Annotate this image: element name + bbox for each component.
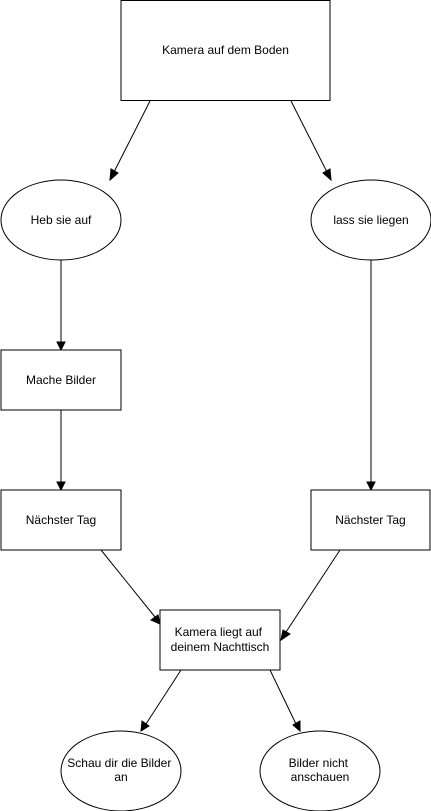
edge-nightstand-to-view [145, 669, 182, 725]
node-noview-line-2: anschauen [291, 770, 350, 784]
node-nightstand-line-2: deinem Nachttisch [171, 640, 270, 654]
node-pickup-line-1: Heb sie auf [31, 213, 92, 227]
node-nextday-left-line-1: Nächster Tag [26, 513, 96, 527]
edge-start-to-pickup [113, 100, 151, 173]
node-view[interactable]: Schau dir die Bilder an [60, 730, 182, 811]
node-nextday-left[interactable]: Nächster Tag [0, 489, 122, 551]
edges-layer [56, 100, 376, 733]
node-nextday-right-shape [310, 489, 431, 551]
node-nightstand[interactable]: Kamera liegt auf deinem Nachttisch [159, 609, 281, 671]
node-noview-shape [259, 730, 381, 811]
node-nightstand-line-1: Kamera liegt auf [175, 625, 263, 639]
node-nightstand-label: Kamera liegt auf deinem Nachttisch [171, 625, 270, 654]
arrowhead-photos-to-nextday-left [56, 481, 66, 492]
edge-start-to-leave [290, 100, 328, 173]
node-nextday-right-line-1: Nächster Tag [335, 513, 405, 527]
node-view-label: Schau dir die Bilder an [67, 756, 174, 784]
node-start-shape [120, 0, 331, 101]
node-nextday-right-label: Nächster Tag [335, 513, 405, 527]
node-photos-line-1: Mache Bilder [26, 373, 96, 387]
node-noview-label: Bilder nicht anschauen [289, 756, 352, 784]
node-photos-label: Mache Bilder [26, 373, 96, 387]
arrowhead-nextday-right-to-nightstand [280, 629, 291, 642]
arrowhead-nightstand-to-noview [292, 720, 301, 733]
node-nextday-left-shape [0, 489, 122, 551]
node-pickup-label: Heb sie auf [31, 213, 92, 227]
node-start[interactable]: Kamera auf dem Boden [120, 0, 331, 101]
node-leave-label: lass sie liegen [333, 213, 408, 227]
node-leave-line-1: lass sie liegen [333, 213, 408, 227]
arrowhead-leave-to-nextday-right [366, 481, 376, 492]
node-photos[interactable]: Mache Bilder [0, 349, 122, 411]
edge-nightstand-to-noview [269, 669, 297, 725]
node-noview-line-1: Bilder nicht [289, 756, 349, 770]
node-start-line-1: Kamera auf dem Boden [162, 43, 289, 57]
node-view-line-2: an [114, 770, 127, 784]
node-nextday-right[interactable]: Nächster Tag [310, 489, 431, 551]
node-nextday-left-label: Nächster Tag [26, 513, 96, 527]
arrowhead-start-to-pickup [109, 168, 119, 182]
node-view-shape [60, 730, 182, 811]
arrowhead-pickup-to-photos [56, 341, 66, 352]
node-view-line-1: Schau dir die Bilder [67, 756, 171, 770]
arrowhead-nightstand-to-view [140, 720, 150, 732]
node-leave-shape [310, 179, 431, 261]
arrowhead-nextday-left-to-nightstand [149, 614, 161, 625]
node-leave[interactable]: lass sie liegen [310, 179, 431, 261]
node-noview[interactable]: Bilder nicht anschauen [259, 730, 381, 811]
node-photos-shape [0, 349, 122, 411]
node-nightstand-shape [159, 609, 281, 671]
node-pickup-shape [0, 179, 122, 261]
edge-nextday-left-to-nightstand [100, 549, 156, 618]
node-pickup[interactable]: Heb sie auf [0, 179, 122, 261]
node-start-label: Kamera auf dem Boden [162, 43, 289, 57]
arrowhead-start-to-leave [322, 168, 332, 182]
edge-nextday-right-to-nightstand [285, 549, 341, 633]
